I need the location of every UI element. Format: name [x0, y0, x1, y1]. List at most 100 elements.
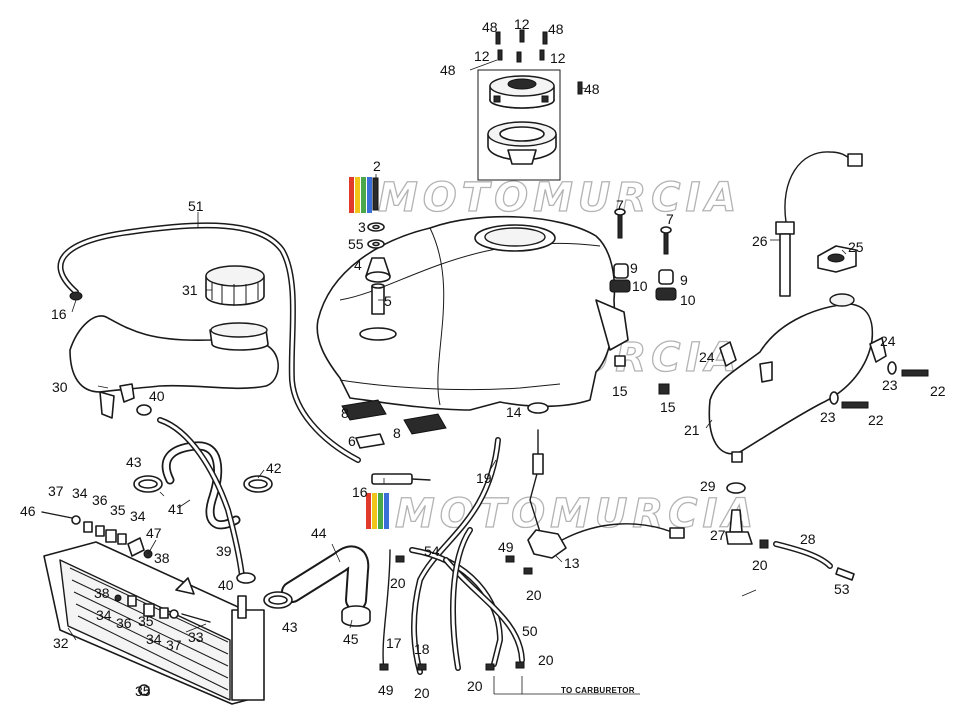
- reservoir-cap: [205, 265, 265, 306]
- fuel-pipe-fitting: [371, 473, 431, 485]
- fuel-cap-ring: [487, 121, 557, 165]
- callout-14: 14: [506, 404, 522, 420]
- screw: [519, 29, 525, 43]
- washer: [367, 222, 385, 232]
- callout-15: 15: [612, 383, 628, 399]
- spacer: [143, 603, 155, 617]
- callout-49: 49: [378, 682, 394, 698]
- callout-16: 16: [352, 484, 368, 500]
- rubber-grommet: [613, 263, 629, 279]
- callout-55: 55: [348, 236, 364, 252]
- bolt: [181, 613, 211, 623]
- callout-22: 22: [868, 412, 884, 428]
- callout-13: 13: [564, 555, 580, 571]
- washer: [71, 515, 81, 525]
- hose-clamp: [136, 404, 152, 416]
- callout-39: 39: [216, 543, 232, 559]
- bolt: [901, 369, 929, 377]
- callout-30: 30: [52, 379, 68, 395]
- callout-29: 29: [700, 478, 716, 494]
- spacer: [371, 283, 385, 315]
- fuel-tank: [316, 215, 629, 411]
- screw: [539, 49, 545, 61]
- bracket: [355, 433, 385, 449]
- callout-27: 27: [710, 527, 726, 543]
- callout-6: 6: [348, 433, 356, 449]
- callout-43: 43: [126, 454, 142, 470]
- clamp: [527, 402, 549, 414]
- callout-24: 24: [880, 333, 896, 349]
- callout-35: 35: [110, 502, 126, 518]
- bolt: [41, 511, 73, 519]
- callout-20: 20: [538, 652, 554, 668]
- callout-37: 37: [48, 483, 64, 499]
- pad: [341, 399, 387, 421]
- callout-48: 48: [440, 62, 456, 78]
- coolant-return-line: [725, 482, 855, 581]
- callout-20: 20: [467, 678, 483, 694]
- washer: [887, 361, 897, 375]
- callout-22: 22: [930, 383, 946, 399]
- callout-54: 54: [424, 543, 440, 559]
- fuel-cap-assembly: [477, 29, 583, 181]
- screw: [577, 81, 583, 95]
- callout-18: 18: [414, 641, 430, 657]
- bushing: [127, 595, 137, 607]
- nut: [114, 594, 122, 602]
- rubber-grommet: [609, 279, 631, 293]
- callout-34: 34: [72, 485, 88, 501]
- callout-38: 38: [154, 550, 170, 566]
- callout-28: 28: [800, 531, 816, 547]
- coolant-reservoir: [69, 315, 279, 419]
- screw: [497, 49, 503, 61]
- callout-3: 3: [358, 219, 366, 235]
- callout-47: 47: [146, 525, 162, 541]
- callout-21: 21: [684, 422, 700, 438]
- callout-44: 44: [311, 525, 327, 541]
- callout-33: 33: [188, 629, 204, 645]
- bushing: [117, 533, 127, 545]
- callout-40: 40: [149, 388, 165, 404]
- callout-53: 53: [834, 581, 850, 597]
- pad: [403, 413, 447, 435]
- callout-45: 45: [343, 631, 359, 647]
- callout-48: 48: [548, 21, 564, 37]
- watermark-text: MOTOMURCIA: [378, 175, 741, 221]
- callout-42: 42: [266, 460, 282, 476]
- rubber-grommet: [658, 269, 674, 285]
- hose-clamp: [243, 475, 273, 493]
- screw: [542, 31, 548, 45]
- callout-34: 34: [146, 631, 162, 647]
- filler-cap: [817, 245, 857, 273]
- hose-clamp: [263, 591, 293, 609]
- coolant-hose-41: [161, 441, 241, 530]
- bushing: [658, 383, 670, 395]
- callout-4: 4: [354, 257, 362, 273]
- tank-mount-hardware: [719, 337, 929, 409]
- washer: [169, 609, 179, 619]
- callout-7: 7: [616, 197, 624, 213]
- callout-51: 51: [188, 198, 204, 214]
- callout-10: 10: [680, 292, 696, 308]
- bushing: [83, 521, 93, 533]
- callout-8: 8: [341, 405, 349, 421]
- screw: [516, 51, 522, 63]
- overflow-hose: [57, 222, 361, 463]
- rubber-mount: [365, 257, 391, 283]
- hose-clamp: [236, 572, 256, 584]
- callout-35: 35: [135, 683, 151, 699]
- callout-labels: 48 12 48 12 12 48 48 2 3 55 4 5 7 7 9 10…: [20, 16, 946, 701]
- callout-19: 19: [476, 470, 492, 486]
- tank-hardware: [341, 177, 677, 449]
- hose-clamp: [341, 605, 371, 627]
- callout-20: 20: [752, 557, 768, 573]
- callout-34: 34: [130, 508, 146, 524]
- callout-12: 12: [474, 48, 490, 64]
- callout-36: 36: [116, 615, 132, 631]
- callout-9: 9: [680, 272, 688, 288]
- radiator: [43, 541, 265, 705]
- callout-48: 48: [482, 19, 498, 35]
- callout-12: 12: [514, 16, 530, 32]
- callout-23: 23: [882, 377, 898, 393]
- radiator-hose-44: [281, 545, 370, 611]
